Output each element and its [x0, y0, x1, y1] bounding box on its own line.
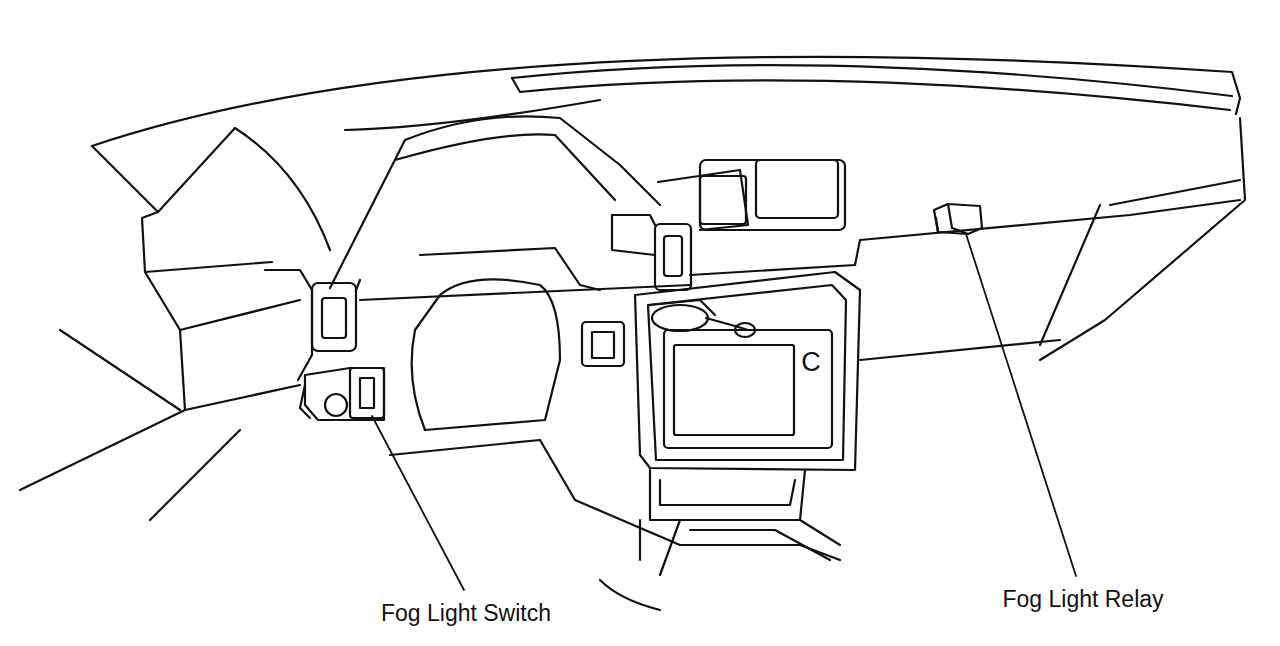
label-holder: Fog Light Switch — [379, 600, 553, 627]
label-holder: C — [799, 347, 823, 378]
part-label: Fog Light Switch — [379, 600, 553, 627]
part-label: Fog Light Relay — [1000, 586, 1165, 613]
panel-letter: C — [799, 347, 823, 378]
label-holder: Fog Light Relay — [1000, 586, 1165, 613]
